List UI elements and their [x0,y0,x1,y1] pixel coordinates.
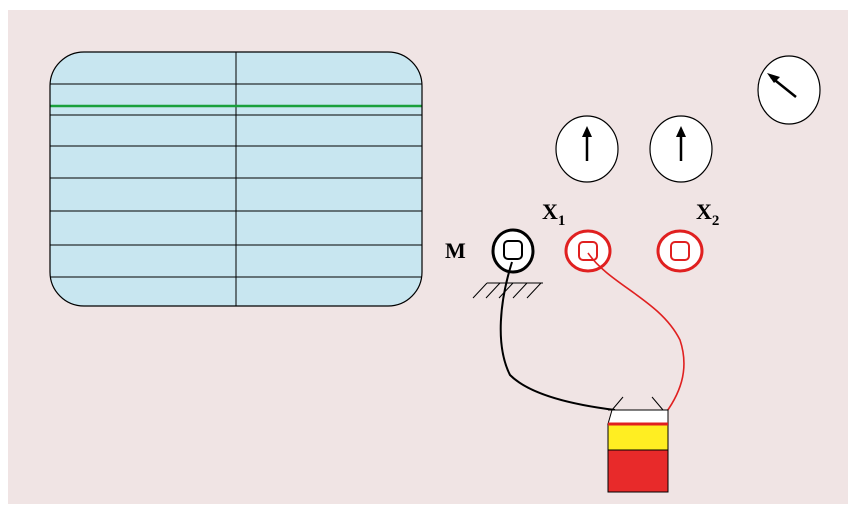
screen [49,51,423,307]
label-input-1-letter: X [542,199,558,224]
label-input-1: X1 [542,199,565,229]
label-ground-terminal: M [445,238,466,263]
knob-input-1[interactable] [555,115,619,183]
wire-red [587,252,685,419]
terminal-ground[interactable] [491,228,535,274]
screen-grid [50,52,422,306]
terminal-input-1[interactable] [564,229,612,273]
battery-cap [607,409,669,425]
battery [607,396,669,493]
ground-symbol [472,282,543,299]
label-input-1-subscript: 1 [558,213,566,229]
battery-body [607,449,669,493]
battery-band [607,423,669,451]
label-input-2: X2 [696,199,719,229]
knob-top-right[interactable] [757,55,821,125]
battery-lead-left [611,396,624,411]
label-input-2-subscript: 2 [712,213,720,229]
terminal-input-2[interactable] [656,229,704,273]
wire-black [499,261,616,411]
battery-lead-right [651,396,664,411]
label-input-2-letter: X [696,199,712,224]
knob-input-2[interactable] [649,115,713,183]
screen-border [49,51,423,307]
